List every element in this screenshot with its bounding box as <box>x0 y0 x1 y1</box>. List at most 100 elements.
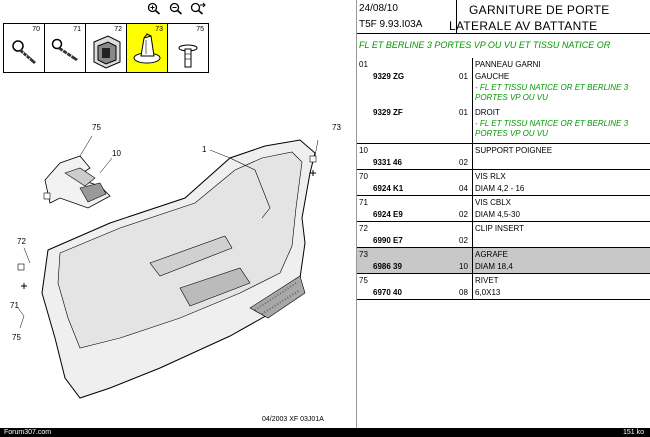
drawing-reference: 04/2003 XF 03J01A <box>262 416 324 423</box>
item-number: 71 <box>359 198 368 207</box>
parts-table: 01 PANNEAU GARNI 9329 ZG 01 GAUCHE - FL … <box>357 58 650 300</box>
callout-label: 75 <box>92 123 101 132</box>
part-qty: 02 <box>459 236 468 245</box>
part-thumbnails: 70 71 72 73 <box>3 23 227 73</box>
screw-icon <box>51 38 78 61</box>
part-variant: DROIT <box>475 108 500 117</box>
magnifier-arrow-icon <box>190 2 206 15</box>
magnifier-plus-icon <box>147 2 161 15</box>
table-row[interactable]: 10 SUPPORT POIGNEE 9331 46 02 <box>357 144 650 170</box>
part-ref: 6924 E9 <box>373 210 403 219</box>
table-row[interactable]: 75 RIVET 6970 40 08 6,0X13 <box>357 274 650 300</box>
thumbnail-number: 71 <box>73 26 81 33</box>
callout-label: 72 <box>17 237 26 246</box>
part-variant: GAUCHE <box>475 72 510 81</box>
part-qty: 04 <box>459 184 468 193</box>
column-divider <box>472 196 473 221</box>
part-label: VIS CBLX <box>475 198 512 207</box>
zoom-out-button[interactable] <box>168 2 184 15</box>
column-divider <box>472 248 473 273</box>
zoom-in-button[interactable] <box>146 2 162 15</box>
column-divider <box>472 170 473 195</box>
header-date: 24/08/10 <box>359 3 398 14</box>
item-number: 10 <box>359 146 368 155</box>
thumbnail-73[interactable]: 73 <box>126 23 168 73</box>
callout-label: 71 <box>10 301 19 310</box>
part-ref: 9331 46 <box>373 158 402 167</box>
zoom-fit-button[interactable] <box>190 2 206 15</box>
variant-note: - FL ET TISSU NATICE OR ET BERLINE 3 <box>475 119 629 128</box>
column-divider <box>472 274 473 299</box>
page-subtitle: LATERALE AV BATTANTE <box>449 19 598 33</box>
part-ref: 9329 ZF <box>373 108 403 117</box>
item-number: 73 <box>359 250 368 259</box>
door-panel-diagram: 75 10 1 73 72 71 75 <box>10 123 341 399</box>
part-label: CLIP INSERT <box>475 224 525 233</box>
item-number: 75 <box>359 276 368 285</box>
part-desc: DIAM 4,5-30 <box>475 210 520 219</box>
item-number: 01 <box>359 60 368 69</box>
thumbnail-number: 72 <box>114 26 122 33</box>
part-ref: 6986 39 <box>373 262 402 271</box>
callout-label: 75 <box>12 333 21 342</box>
screw-icon <box>12 40 36 64</box>
item-number: 70 <box>359 172 368 181</box>
variant-note: - FL ET TISSU NATICE OR ET BERLINE 3 <box>475 83 629 92</box>
variant-note: PORTES VP OU VU <box>475 93 548 102</box>
table-row[interactable]: 71 VIS CBLX 6924 E9 02 DIAM 4,5-30 <box>357 196 650 222</box>
part-desc: 6,0X13 <box>475 288 501 297</box>
callout-label: 1 <box>202 145 207 154</box>
callout-label: 73 <box>332 123 341 132</box>
thumbnail-72[interactable]: 72 <box>85 23 127 73</box>
thumbnail-number: 73 <box>155 26 163 33</box>
column-divider <box>472 222 473 247</box>
status-bar: Forum307.com 151 ko <box>0 428 650 437</box>
column-divider <box>472 58 473 143</box>
thumbnail-75[interactable]: 75 <box>167 23 209 73</box>
table-row[interactable]: 01 PANNEAU GARNI 9329 ZG 01 GAUCHE - FL … <box>357 58 650 144</box>
part-label: AGRAFE <box>475 250 508 259</box>
part-label: PANNEAU GARNI <box>475 60 541 69</box>
part-desc: DIAM 18,4 <box>475 262 513 271</box>
table-row[interactable]: 70 VIS RLX 6924 K1 04 DIAM 4,2 - 16 <box>357 170 650 196</box>
part-qty: 01 <box>459 108 468 117</box>
column-divider <box>472 144 473 169</box>
part-qty: 02 <box>459 158 468 167</box>
file-size-label: 151 ko <box>622 429 644 436</box>
part-qty: 08 <box>459 288 468 297</box>
parts-pane: 24/08/10 T5F 9.93.I03A GARNITURE DE PORT… <box>357 0 650 428</box>
handle-support-part <box>44 155 111 209</box>
part-ref: 6970 40 <box>373 288 402 297</box>
thumbnail-70[interactable]: 70 <box>3 23 45 73</box>
page-header: 24/08/10 T5F 9.93.I03A GARNITURE DE PORT… <box>357 0 650 34</box>
table-row[interactable]: 72 CLIP INSERT 6990 E7 02 <box>357 222 650 248</box>
site-label[interactable]: Forum307.com <box>4 429 52 436</box>
part-qty: 10 <box>459 262 468 271</box>
callout-label: 10 <box>112 149 121 158</box>
door-panel-part <box>41 139 316 399</box>
thumbnail-71[interactable]: 71 <box>44 23 86 73</box>
clip-insert-icon <box>93 35 121 69</box>
zoom-toolbar <box>146 2 206 15</box>
rivet-icon <box>178 44 198 68</box>
part-desc: DIAM 4,2 - 16 <box>475 184 525 193</box>
page-title: GARNITURE DE PORTE <box>469 3 610 17</box>
part-ref: 6990 E7 <box>373 236 403 245</box>
variant-note: PORTES VP OU VU <box>475 129 548 138</box>
magnifier-minus-icon <box>169 2 183 15</box>
part-ref: 9329 ZG <box>373 72 405 81</box>
drawing-pane: 70 71 72 73 <box>3 0 357 437</box>
thumbnail-number: 75 <box>196 26 204 33</box>
applicability-note: FL ET BERLINE 3 PORTES VP OU VU ET TISSU… <box>359 40 611 50</box>
part-qty: 02 <box>459 210 468 219</box>
thumbnail-number: 70 <box>32 26 40 33</box>
part-ref: 6924 K1 <box>373 184 404 193</box>
item-number: 72 <box>359 224 368 233</box>
table-row-selected[interactable]: 73 AGRAFE 6986 39 10 DIAM 18,4 <box>357 248 650 274</box>
part-qty: 01 <box>459 72 468 81</box>
part-label: SUPPORT POIGNEE <box>475 146 553 155</box>
header-code: T5F 9.93.I03A <box>359 19 423 30</box>
part-label: RIVET <box>475 276 499 285</box>
header-divider <box>456 0 457 34</box>
clip-icon <box>133 33 161 64</box>
